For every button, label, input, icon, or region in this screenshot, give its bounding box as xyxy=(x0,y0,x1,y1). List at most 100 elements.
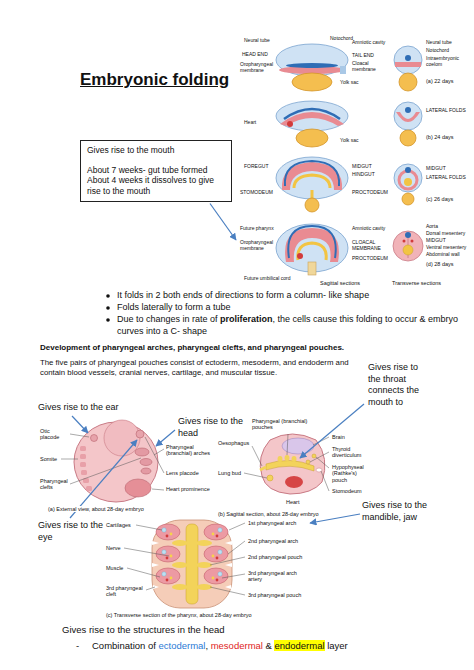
embryo-sagittal-section-part xyxy=(260,467,266,470)
folding-stage-b-part xyxy=(296,129,328,147)
folding-stage-c-part xyxy=(276,157,348,199)
figure-label: Heart xyxy=(286,499,299,505)
pharynx-transverse-section-part xyxy=(216,579,219,582)
leader-line-part xyxy=(70,434,89,437)
annotation-text: Gives rise to the ear xyxy=(38,402,119,414)
figure-label: Yolk sac xyxy=(340,138,358,144)
figure-label: LATERAL FOLDS xyxy=(426,175,466,181)
figure-label: STOMODEUM xyxy=(240,190,273,196)
figure-label: Lens placode xyxy=(166,470,199,476)
leader-line-part xyxy=(321,471,329,491)
text-segment: & xyxy=(266,640,272,651)
embryo-external-view-part xyxy=(135,448,149,456)
figure-label: Abdominal wall xyxy=(426,252,460,258)
annotation-arrow-part xyxy=(156,430,175,446)
leader-line xyxy=(244,434,329,491)
folding-stage-a-part xyxy=(340,66,346,74)
pharynx-transverse-section-part xyxy=(225,585,231,589)
pharynx-transverse-section-part xyxy=(212,577,215,580)
text-line: Combination ofectodermal,mesodermal&endo… xyxy=(92,640,348,652)
embryo-sagittal-section-part xyxy=(312,454,316,458)
figure-label: Oropharyngeal membrane xyxy=(240,62,274,74)
pharynx-transverse-section-part xyxy=(212,533,215,536)
folding-stage-a xyxy=(276,44,422,91)
figure-label: Amniotic cavity xyxy=(352,226,385,232)
pharynx-transverse-section-part xyxy=(162,528,166,532)
pharynx-transverse-section-part xyxy=(152,541,159,545)
folding-stage-d-part xyxy=(403,245,413,255)
figure-label: Somite xyxy=(40,456,57,462)
figure-label: Muscle xyxy=(106,565,123,571)
folding-stage-d-part xyxy=(405,232,411,238)
pharynx-transverse-section-part xyxy=(166,579,169,582)
figure-label: Brain xyxy=(332,434,345,440)
pharynx-transverse-section-part xyxy=(204,568,228,584)
figure-label: Cartilages xyxy=(106,522,131,528)
note-heading: Gives rise to the mouth xyxy=(87,145,225,156)
annotation-arrow-part xyxy=(72,416,88,433)
body-text: The five pairs of pharyngeal pouches con… xyxy=(40,358,362,378)
figure-label: Lung bud xyxy=(218,470,241,476)
figure-label: Cloacal membrane xyxy=(352,61,392,73)
folding-stage-c-part xyxy=(399,171,417,189)
figure-label: Heart xyxy=(244,120,256,126)
figure-label: HINDGUT xyxy=(352,172,375,178)
figure-label: Oesophagus xyxy=(218,440,249,446)
pharynx-transverse-section xyxy=(152,520,232,608)
leader-line xyxy=(210,204,236,241)
embryo-sagittal-section-part xyxy=(260,434,325,494)
figure-label: 3rd pharyngeal pouch xyxy=(248,592,301,598)
note-text: About 4 weeks it dissolves to give rise … xyxy=(87,175,225,196)
leader-line-part xyxy=(210,557,245,565)
leader-line xyxy=(124,523,245,595)
leader-line-part xyxy=(228,541,245,554)
figure-label: (c) 26 days xyxy=(426,196,453,202)
figure-label: (b) Sagittal section, about 28-day embry… xyxy=(218,511,319,517)
text-segment: endodermal xyxy=(274,640,324,651)
leader-line-part xyxy=(70,458,141,484)
leader-line-part xyxy=(136,525,162,530)
text-line: Due to changes in rate ofproliferation, … xyxy=(117,314,470,337)
body-text: Development of pharyngeal arches, pharyn… xyxy=(40,343,344,353)
figure-label: MIDGUT xyxy=(426,238,446,244)
pharynx-transverse-section-part xyxy=(152,520,232,608)
folding-stage-c xyxy=(276,157,422,212)
pharynx-transverse-section-part xyxy=(172,540,188,546)
leader-line-part xyxy=(124,548,169,556)
folding-stage-c-part xyxy=(294,175,330,188)
annotation-text: Gives rise to the structures in the head xyxy=(62,624,225,636)
figure-label: Neural tube xyxy=(244,38,270,44)
text-segment: ectodermal xyxy=(158,640,205,651)
folding-stage-b-part xyxy=(396,112,420,122)
figure-label: Notochord xyxy=(426,48,449,54)
embryo-external-view-part xyxy=(136,430,144,438)
folding-stage-b-part xyxy=(400,130,416,146)
leader-line-part xyxy=(310,452,329,462)
text-segment: mesodermal xyxy=(211,640,263,651)
folding-stage-b xyxy=(276,101,422,147)
figure-label: HEAD END xyxy=(242,52,268,58)
figure-label: Pharyngeal (branchial) arches xyxy=(166,444,212,457)
figure-label: Hypophyseal (Rathke's) pouch xyxy=(332,464,366,483)
embryo-sagittal-section-part xyxy=(285,476,303,488)
folding-stage-c-part xyxy=(402,193,414,205)
folding-stage-d-part xyxy=(298,243,326,260)
pharynx-transverse-section-part xyxy=(186,524,198,604)
figure-label: Sagittal sections xyxy=(320,280,360,286)
figure-label: Pharyngeal clefts xyxy=(40,478,72,491)
embryo-sagittal-section xyxy=(260,434,325,494)
pharynx-transverse-section-part xyxy=(216,557,219,560)
folding-stage-a-part xyxy=(394,46,422,74)
bullet-dots-part xyxy=(106,318,110,322)
leader-line-part xyxy=(229,523,245,530)
leader-line-part xyxy=(127,568,160,577)
figure-label: Otic placode xyxy=(40,428,70,441)
embryo-external-view-part xyxy=(80,446,86,451)
annotation-text: Folds laterally to form a tube xyxy=(117,302,231,314)
folding-stage-d-part xyxy=(403,240,406,243)
pharynx-transverse-section-part xyxy=(172,584,188,590)
annotation-text: Gives rise to the head xyxy=(178,416,250,439)
figure-label: Stomodeum xyxy=(332,488,362,494)
figure-label: (a) 22 days xyxy=(426,78,454,84)
